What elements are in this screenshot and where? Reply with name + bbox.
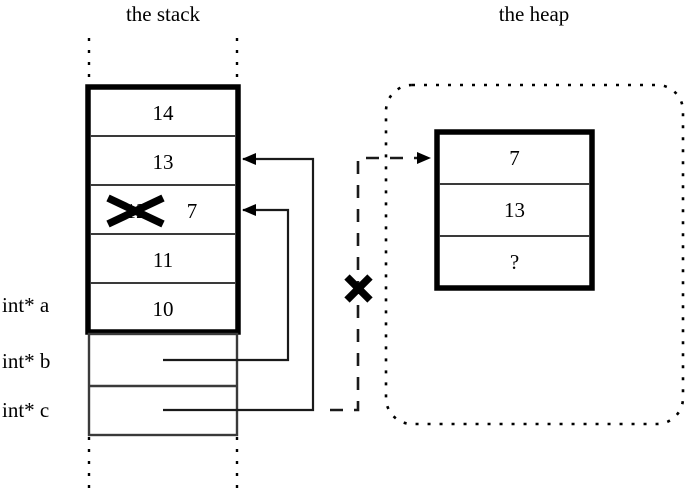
stack-dotted-bottom [87,437,239,489]
heap-title: the heap [498,2,570,26]
heap-block-box [434,129,595,291]
stack-cell-value-3: 11 [152,248,174,272]
pointer-c-arrow [163,153,315,412]
heap-cell-value-2: ? [509,250,520,274]
broken-pointer-x-mark [344,274,373,303]
stack-cell-value-4: 10 [152,297,174,321]
stack-title: the stack [125,2,201,26]
stack-cell-value-2-new: 7 [186,199,198,223]
stack-cell-value-2-old: 12 [125,199,147,223]
stack-cell-value-1: 13 [152,150,174,174]
heap-cell-value-0: 7 [509,146,520,170]
stack-dotted-top [87,38,239,87]
struck-value-x-mark [106,194,165,228]
broken-heap-pointer [330,152,431,412]
pointer-label-c: int* c [2,398,50,422]
stack-pointer-cells [87,332,239,437]
pointer-label-b: int* b [2,349,51,373]
heap-container [384,83,685,426]
pointer-b-arrow [163,204,290,362]
stack-frame-box [85,84,241,335]
heap-cell-value-1: 13 [504,198,525,222]
stack-cell-value-0: 14 [152,101,174,125]
pointer-label-a: int* a [2,293,50,317]
